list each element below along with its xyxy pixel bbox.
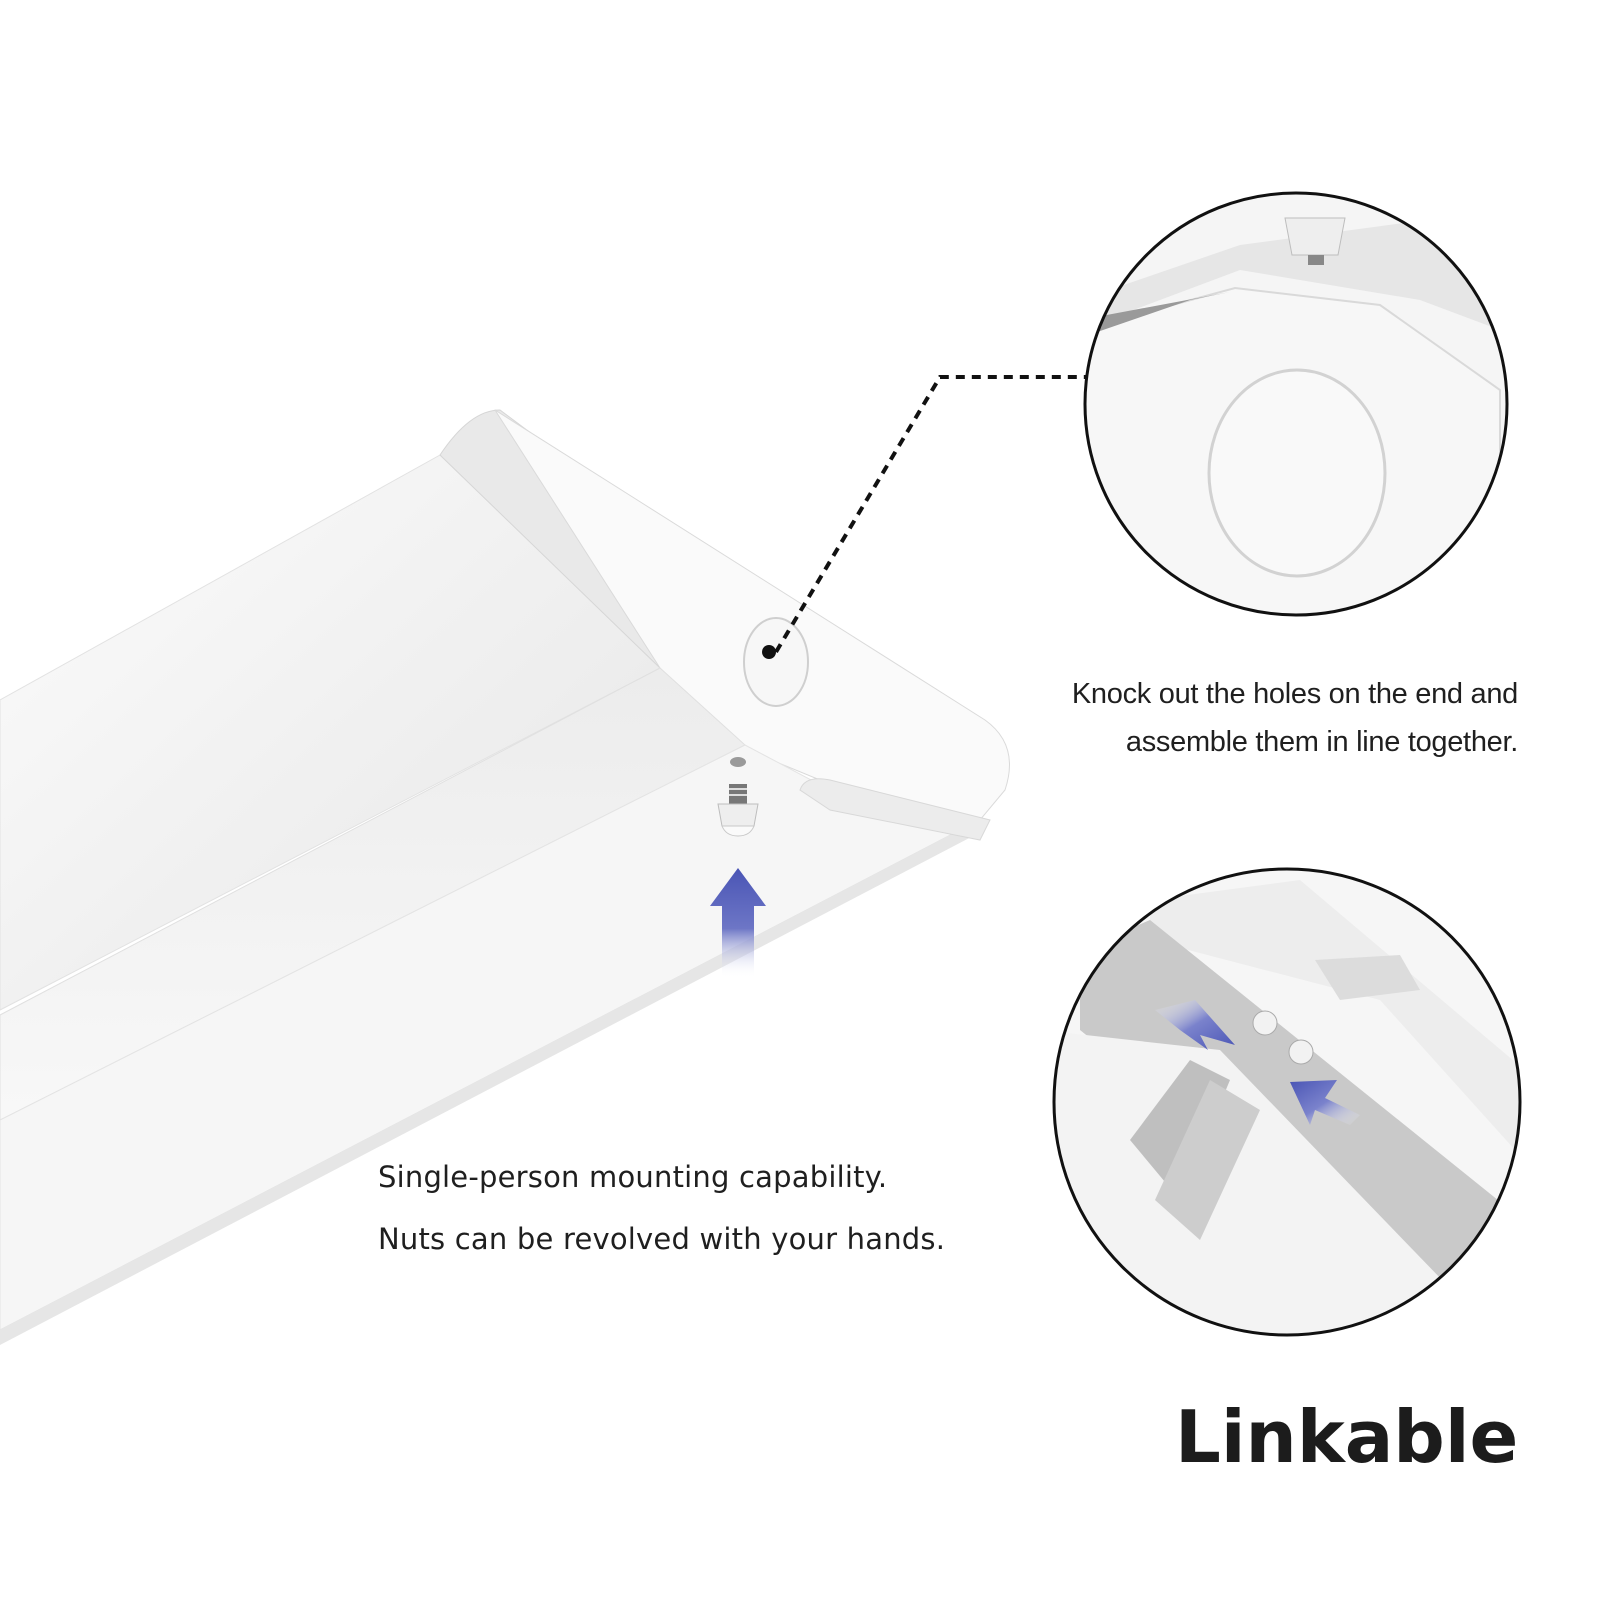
linkable-detail-circle xyxy=(1052,867,1522,1337)
knockout-caption-line1: Knock out the holes on the end and xyxy=(1071,678,1518,710)
mounting-caption-line2: Nuts can be revolved with your hands. xyxy=(378,1222,946,1256)
knockout-caption-line2: assemble them in line together. xyxy=(1125,726,1518,758)
callout-connector xyxy=(762,375,1092,659)
down-right-arrow-icon xyxy=(1155,1000,1235,1050)
knockout-detail-circle xyxy=(1083,191,1509,617)
knockout-caption: Knock out the holes on the end and assem… xyxy=(1072,670,1518,766)
up-left-arrow-icon xyxy=(1290,1080,1360,1125)
linkable-headline: Linkable xyxy=(1175,1395,1519,1479)
thumb-nut-icon xyxy=(717,784,759,837)
mounting-caption-line1: Single-person mounting capability. xyxy=(378,1160,888,1194)
mounting-caption: Single-person mounting capability. Nuts … xyxy=(378,1146,945,1270)
shop-light-fixture xyxy=(0,409,1010,1345)
up-arrow-icon xyxy=(710,868,766,978)
knockout-hole xyxy=(743,617,809,707)
